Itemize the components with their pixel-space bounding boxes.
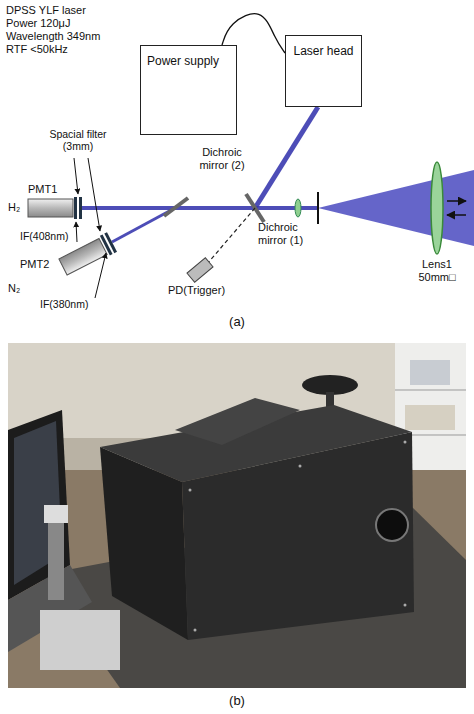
- housing: [175, 398, 300, 445]
- part-label: Dichroic mirror (2): [190, 146, 254, 172]
- window: [376, 509, 408, 541]
- part-label: PD(Trigger): [168, 284, 225, 297]
- part-label: PMT1: [28, 183, 57, 196]
- screw: [404, 604, 407, 607]
- screw: [404, 441, 407, 444]
- box-label: Laser head: [293, 44, 353, 58]
- shelf-item: [405, 405, 455, 430]
- screw: [194, 629, 197, 632]
- leader-arrow: [95, 253, 106, 298]
- pmt-tube: [28, 199, 73, 217]
- shelf-board: [395, 390, 466, 391]
- lens-1: [431, 162, 443, 254]
- camera: [44, 505, 68, 523]
- filter: [79, 197, 82, 219]
- leader-arrow: [76, 222, 77, 242]
- direction-arrow: [447, 214, 466, 216]
- wall: [8, 343, 466, 688]
- laser-spec: Power 120μJ: [6, 17, 70, 30]
- laser-spec: DPSS YLF laser: [6, 4, 86, 17]
- laser-spec: RTF <50kHz: [6, 43, 68, 56]
- power-supply-box: Power supply: [140, 45, 237, 135]
- laser-beam: [255, 107, 318, 208]
- laser-beam: [82, 206, 318, 210]
- part-label: Spacial filter (3mm): [38, 128, 118, 153]
- panel-label: (b): [217, 693, 257, 708]
- shelf-item: [410, 360, 450, 385]
- stage-device: [40, 610, 120, 670]
- laptop: [8, 410, 70, 600]
- photodiode: [187, 258, 213, 283]
- screw: [299, 465, 302, 468]
- dichroic-mirror: [164, 198, 188, 216]
- gas-label: H₂: [8, 201, 20, 214]
- leader-arrow: [88, 158, 100, 231]
- direction-arrow: [447, 200, 466, 202]
- iris: [317, 192, 319, 224]
- laser-head-box: Laser head: [285, 35, 362, 107]
- beam-cone: [318, 170, 474, 246]
- part-label: IF(380nm): [40, 298, 88, 310]
- camera: [48, 520, 64, 600]
- trigger-path: [207, 208, 255, 264]
- box-label: Power supply: [147, 54, 219, 68]
- screw: [189, 489, 192, 492]
- part-label: Dichroic mirror (1): [258, 221, 318, 247]
- panel-label: (a): [217, 314, 257, 329]
- pmt-tube: [59, 239, 107, 275]
- part-label: IF(408nm): [20, 230, 68, 242]
- part-label: Lens1 50mm□: [410, 258, 464, 284]
- laser-spec: Wavelength 349nm: [6, 30, 100, 43]
- part-label: PMT2: [20, 258, 49, 271]
- gas-label: N₂: [8, 282, 20, 295]
- photo: [8, 343, 466, 688]
- leader-arrow: [74, 158, 78, 194]
- small-lens: [295, 199, 301, 217]
- filter: [74, 197, 77, 219]
